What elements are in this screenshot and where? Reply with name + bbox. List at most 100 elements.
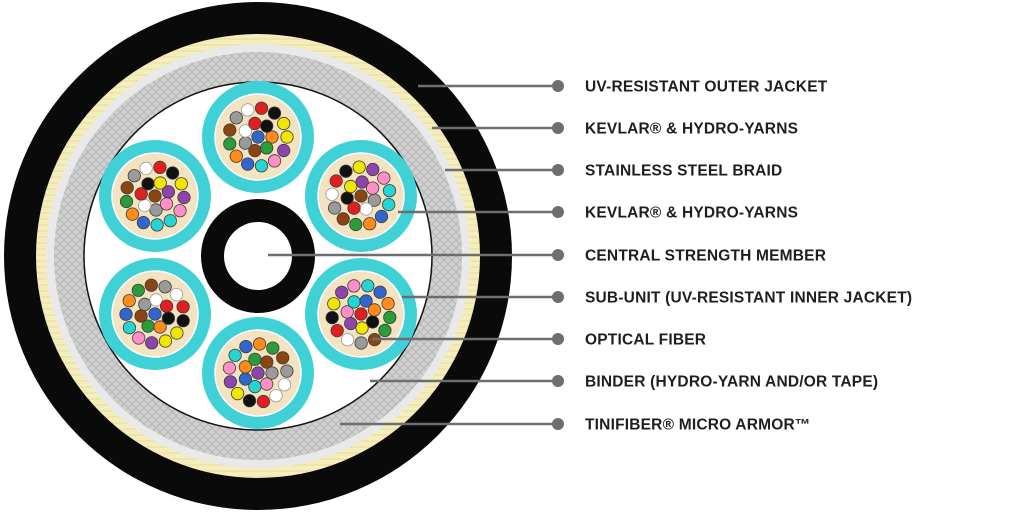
- optical-fiber: [382, 184, 397, 198]
- optical-fiber: [280, 364, 294, 378]
- optical-fiber: [253, 337, 267, 351]
- optical-fiber: [347, 279, 361, 293]
- optical-fiber: [354, 189, 368, 203]
- optical-fiber: [367, 303, 381, 317]
- sub-unit: [99, 258, 211, 370]
- optical-fiber: [223, 137, 237, 151]
- leader-dot-steel-braid: [552, 164, 564, 176]
- optical-fiber: [248, 352, 262, 366]
- optical-fiber: [120, 181, 134, 195]
- optical-fiber: [354, 307, 368, 321]
- optical-fiber: [119, 307, 133, 321]
- optical-fiber: [239, 339, 253, 354]
- optical-fiber: [267, 154, 282, 168]
- label-sub-unit: SUB-UNIT (UV-RESISTANT INNER JACKET): [585, 290, 912, 307]
- optical-fiber: [158, 334, 173, 348]
- optical-fiber: [177, 190, 191, 205]
- optical-fiber: [160, 299, 174, 313]
- optical-fiber: [119, 194, 134, 209]
- optical-fiber: [176, 300, 190, 314]
- optical-fiber: [153, 160, 167, 174]
- sub-unit: [202, 81, 314, 193]
- optical-fiber: [265, 130, 279, 144]
- optical-fiber: [222, 361, 236, 375]
- optical-fiber: [361, 279, 375, 293]
- optical-fiber: [251, 130, 265, 144]
- optical-fiber: [132, 331, 146, 345]
- optical-fiber: [378, 323, 392, 337]
- optical-fiber: [229, 149, 243, 163]
- optical-fiber: [223, 123, 237, 137]
- optical-fiber: [223, 375, 237, 389]
- optical-fiber: [344, 179, 358, 194]
- leader-dot-optical-fiber: [552, 333, 564, 345]
- optical-fiber: [260, 119, 274, 133]
- optical-fiber: [269, 389, 283, 403]
- optical-fiber: [381, 296, 395, 311]
- optical-fiber: [340, 191, 354, 205]
- label-binder: BINDER (HYDRO-YARN AND/OR TAPE): [585, 374, 878, 391]
- optical-fiber: [149, 203, 163, 217]
- optical-fiber: [153, 176, 167, 190]
- optical-fiber: [265, 366, 279, 380]
- optical-fiber: [373, 285, 387, 299]
- optical-fiber: [325, 187, 339, 201]
- optical-fiber: [238, 136, 252, 150]
- optical-fiber: [169, 287, 184, 302]
- optical-fiber: [138, 198, 152, 213]
- optical-fiber: [366, 162, 380, 177]
- leader-dot-micro-armor: [552, 418, 564, 430]
- sub-unit: [305, 140, 417, 252]
- optical-fiber: [277, 378, 292, 392]
- optical-fiber: [134, 187, 148, 201]
- leader-dot-central-strength-member: [552, 249, 564, 261]
- optical-fiber: [365, 181, 380, 195]
- optical-fiber: [256, 394, 270, 409]
- label-optical-fiber: OPTICAL FIBER: [585, 332, 706, 349]
- optical-fiber: [248, 379, 262, 394]
- optical-fiber: [125, 207, 139, 221]
- optical-fiber: [148, 307, 162, 321]
- optical-fiber: [374, 209, 389, 224]
- label-outer-jacket: UV-RESISTANT OUTER JACKET: [585, 79, 828, 96]
- optical-fiber: [254, 159, 269, 173]
- sub-unit: [202, 317, 314, 429]
- sub-units: [99, 81, 417, 429]
- optical-fiber: [229, 111, 243, 125]
- optical-fiber: [174, 177, 188, 191]
- optical-fiber: [355, 175, 369, 189]
- optical-fiber: [248, 144, 262, 158]
- optical-fiber: [163, 214, 177, 228]
- optical-fiber: [238, 360, 252, 374]
- optical-fiber: [136, 216, 150, 230]
- leader-dot-kevlar-yarns-inner: [552, 206, 564, 218]
- optical-fiber: [377, 171, 391, 185]
- central-strength-member-core: [224, 222, 292, 290]
- optical-fiber: [238, 372, 252, 386]
- optical-fiber: [131, 283, 145, 297]
- optical-fiber: [260, 355, 274, 369]
- leader-dot-kevlar-yarns-outer: [552, 122, 564, 134]
- optical-fiber: [340, 305, 354, 319]
- optical-fiber: [383, 310, 397, 324]
- optical-fiber: [349, 217, 363, 232]
- optical-fiber: [336, 212, 350, 226]
- optical-fiber: [134, 309, 148, 323]
- optical-fiber: [122, 294, 136, 308]
- optical-fiber: [340, 333, 355, 347]
- optical-fiber: [173, 204, 187, 218]
- optical-fiber: [276, 351, 290, 365]
- optical-fiber: [176, 314, 190, 328]
- leader-lines: [268, 80, 564, 430]
- optical-fiber: [242, 394, 257, 408]
- label-central-strength-member: CENTRAL STRENGTH MEMBER: [585, 248, 826, 265]
- optical-fiber: [347, 201, 361, 215]
- sub-unit: [99, 140, 211, 252]
- leader-dot-outer-jacket: [552, 80, 564, 92]
- optical-fiber: [231, 386, 245, 401]
- optical-fiber: [251, 366, 265, 380]
- optical-fiber: [327, 201, 342, 215]
- optical-fiber: [325, 310, 339, 325]
- optical-fiber: [170, 326, 184, 340]
